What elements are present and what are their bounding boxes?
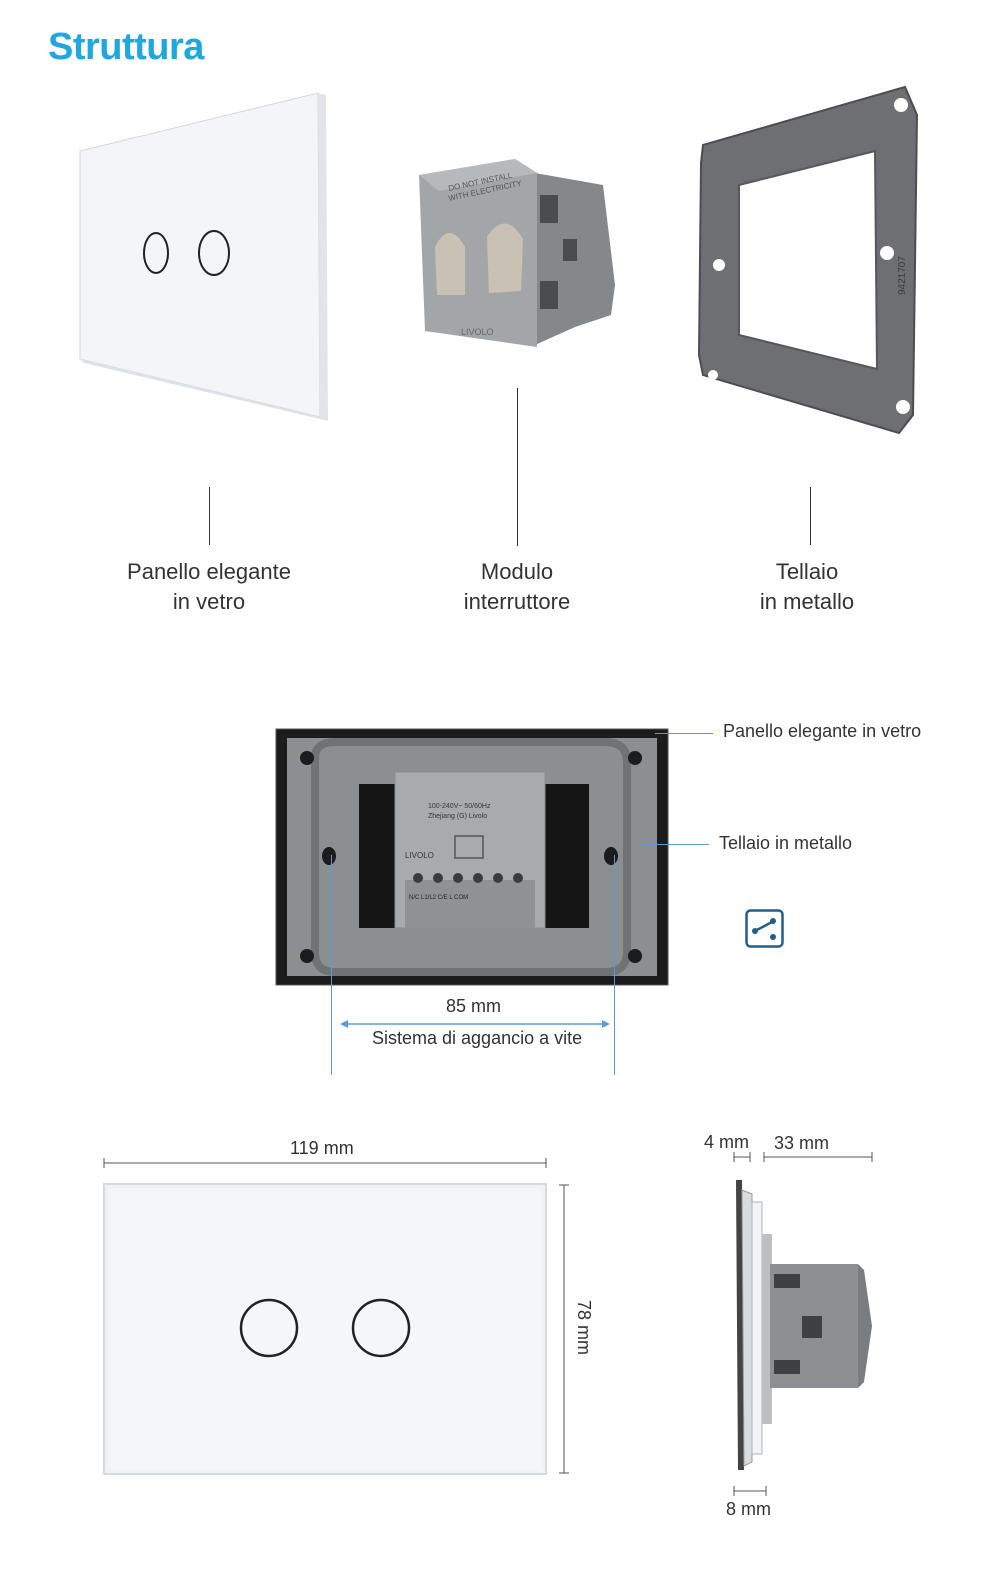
mounting-system-label: Sistema di aggancio a vite — [372, 1028, 583, 1048]
frame-offset-line — [733, 1486, 767, 1496]
caption-switch-module: Modulo interruttore — [397, 557, 637, 617]
glass-annotation-line — [655, 733, 713, 734]
screw-guide-left — [331, 855, 332, 1075]
touch-button-2-icon — [198, 230, 230, 276]
frame-annotation-line — [645, 844, 709, 845]
frame-offset-dimension: 8 mm — [726, 1499, 771, 1519]
side-profile-image — [736, 1180, 872, 1470]
glass-panel-image — [79, 92, 328, 421]
distance-value: 85 mm — [446, 996, 502, 1016]
module-terminals: N/C L1/L2 C/E L COM — [409, 895, 468, 901]
module-spec-1: 100-240V~ 50/60Hz — [428, 803, 491, 810]
caption-glass-panel: Panello elegante in vetro — [89, 557, 329, 617]
depth-dimension-lines — [733, 1152, 873, 1162]
back-view-image: 100-240V~ 50/60Hz Zhejiang (G) Livolo LI… — [275, 728, 669, 986]
front-touch-button-1-icon — [239, 1298, 299, 1358]
caption-line: in metallo — [759, 589, 855, 614]
depth-dimension: 33 mm — [774, 1133, 830, 1153]
module-spec-2: Zhejiang (G) Livolo — [428, 813, 487, 820]
width-dimension: 119 mm — [290, 1138, 354, 1158]
frame-stamp: 9421707 — [897, 256, 908, 295]
module-brand: LIVOLO — [461, 327, 494, 337]
two-way-switch-icon — [745, 909, 784, 948]
front-glass-panel — [103, 1183, 547, 1475]
caption-line: Modulo — [480, 559, 554, 584]
module-brand-back: LIVOLO — [405, 851, 434, 860]
frame-connector-line — [810, 487, 811, 545]
caption-line: interruttore — [463, 589, 571, 614]
distance-arrow — [340, 1020, 610, 1028]
page-title: Struttura — [48, 26, 204, 68]
height-dimension-line — [559, 1184, 569, 1474]
panel-connector-line — [209, 487, 210, 545]
caption-line: Tellaio — [775, 559, 839, 584]
caption-line: Panello elegante — [127, 559, 291, 584]
screw-guide-right — [614, 855, 615, 1075]
width-dimension-line — [103, 1158, 547, 1168]
label-metal-frame: Tellaio in metallo — [719, 833, 853, 853]
metal-frame-image: 9421707 — [697, 85, 919, 435]
switch-module-image: DO NOT INSTALL WITH ELECTRICITY LIVOLO — [419, 159, 615, 347]
height-dimension: 78 mm — [574, 1300, 594, 1356]
glass-thickness-dimension: 4 mm — [704, 1132, 749, 1152]
module-connector-line — [517, 388, 518, 546]
caption-line: in vetro — [172, 589, 246, 614]
touch-button-1-icon — [143, 232, 169, 274]
label-glass-panel: Panello elegante in vetro — [723, 721, 922, 741]
caption-metal-frame: Tellaio in metallo — [687, 557, 927, 617]
front-touch-button-2-icon — [351, 1298, 411, 1358]
